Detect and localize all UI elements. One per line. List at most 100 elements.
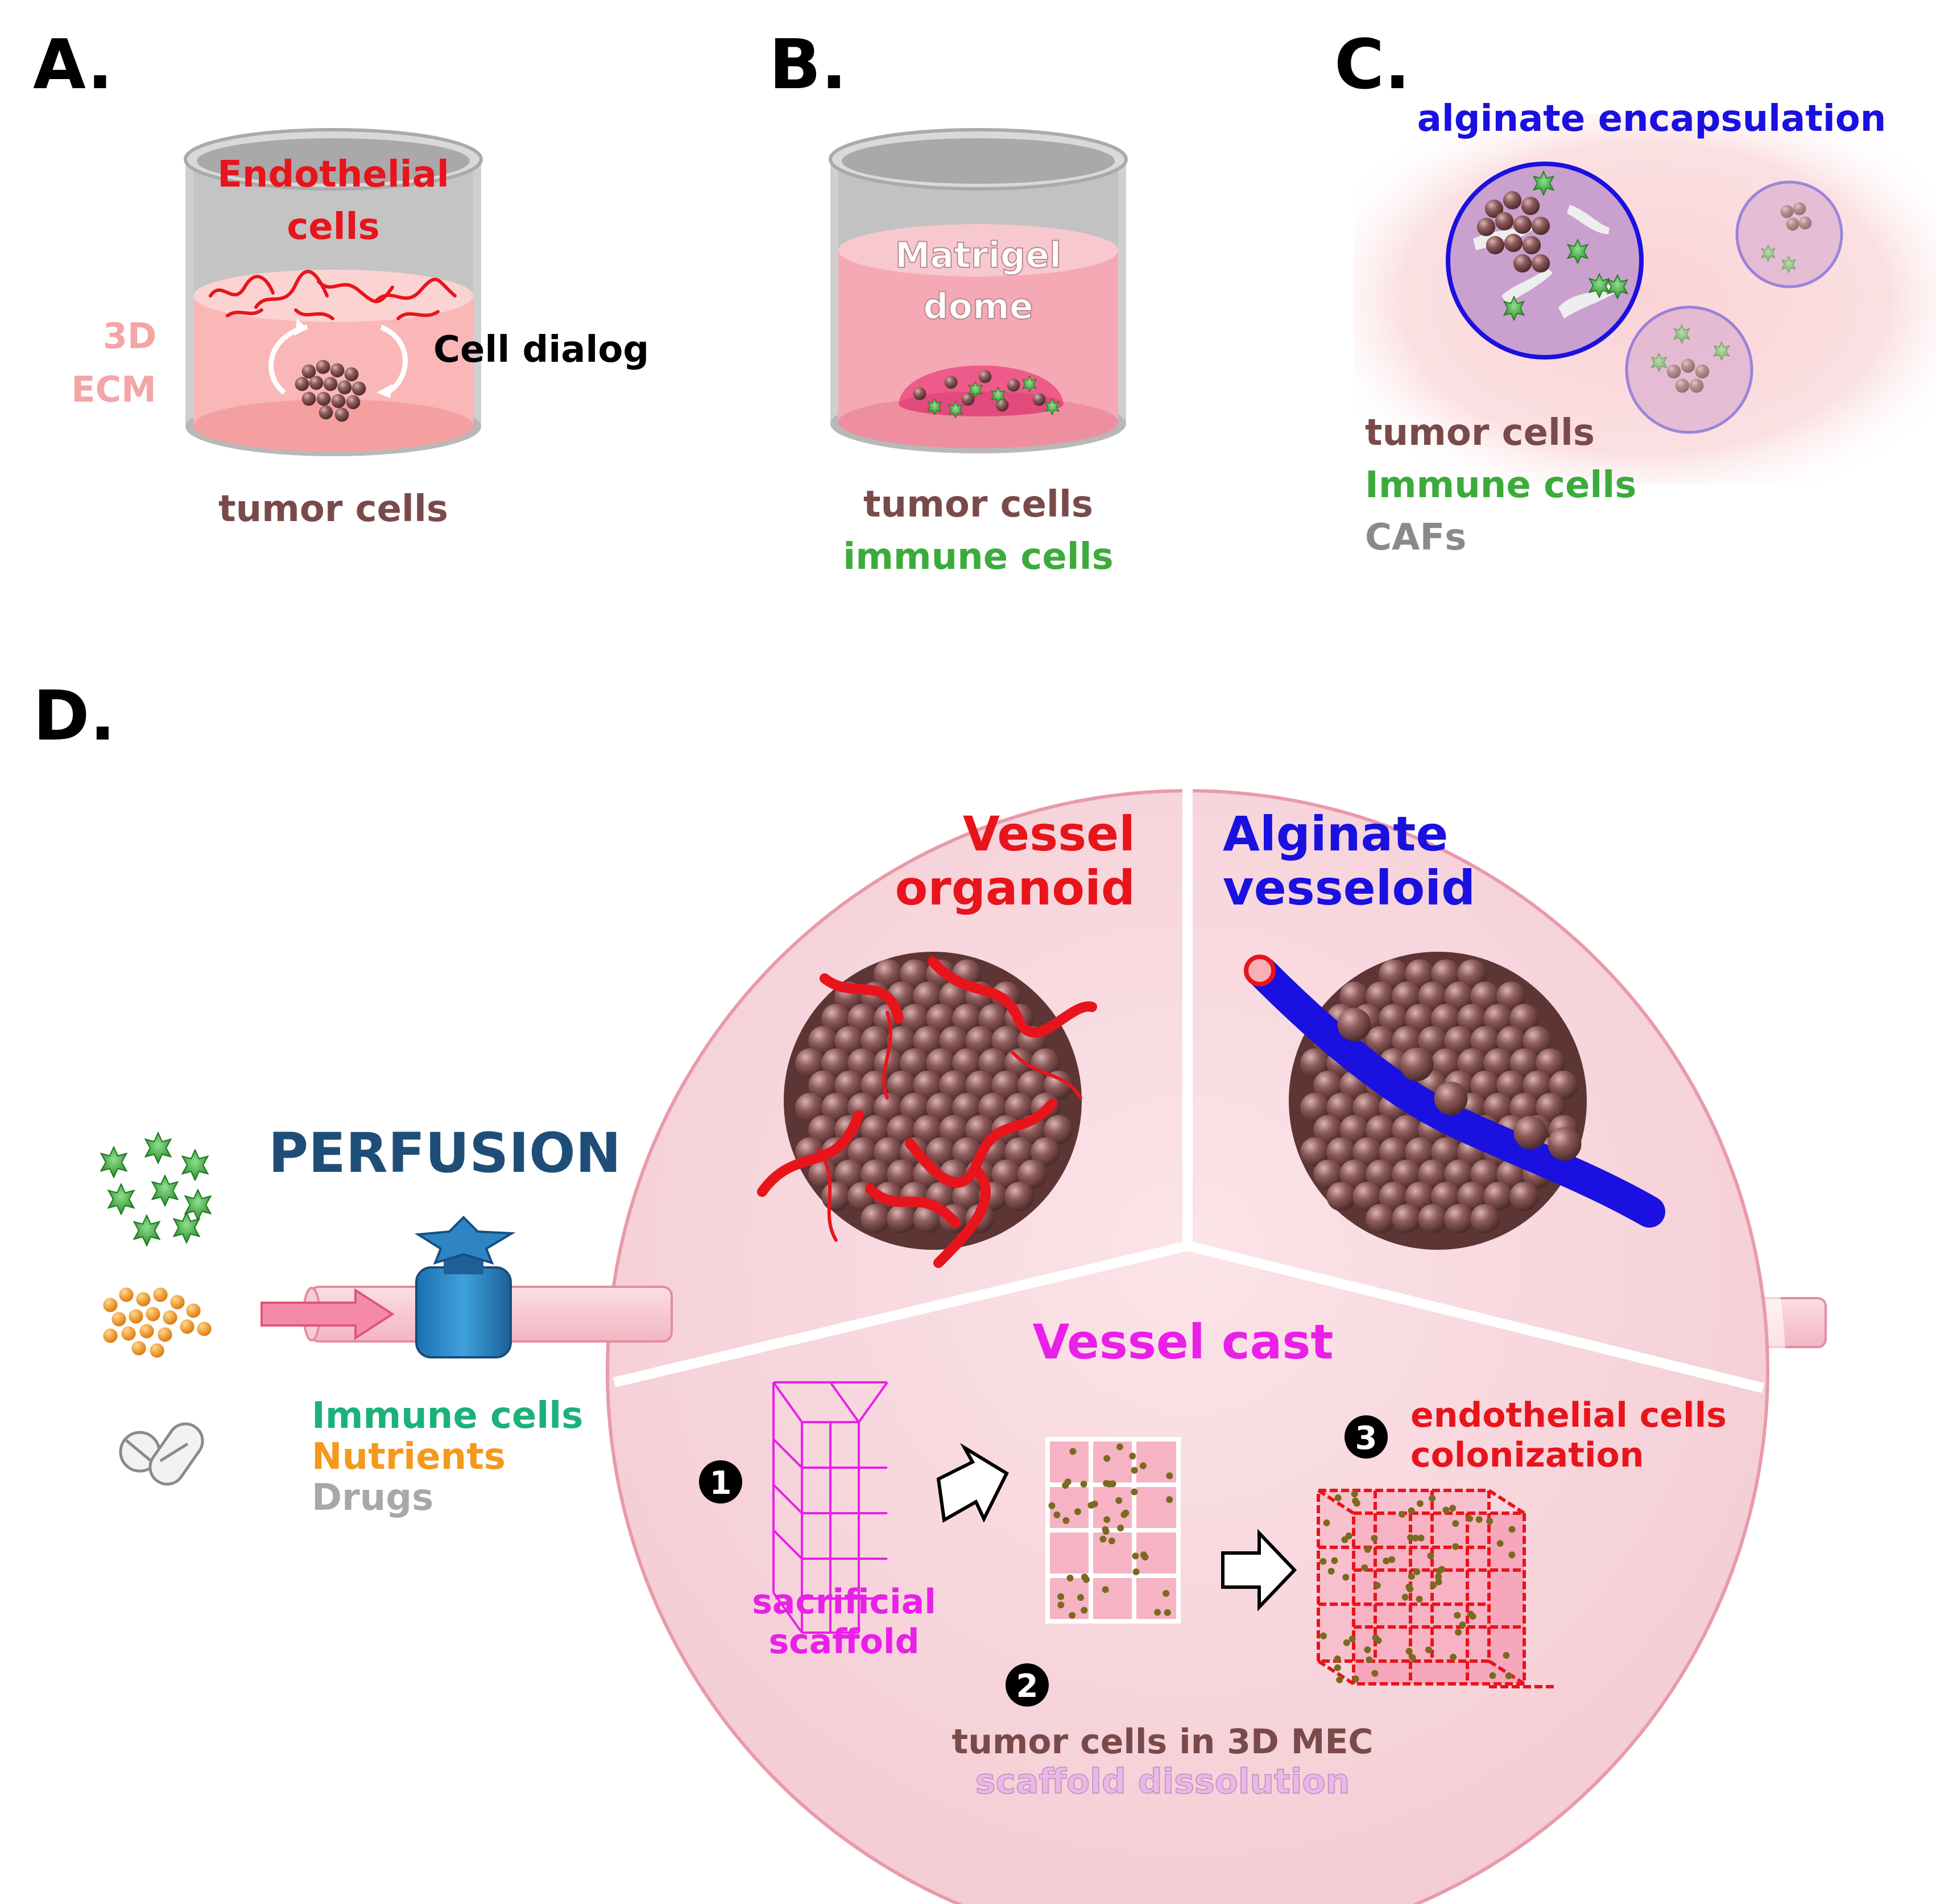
cell-dot: [1342, 1573, 1350, 1581]
step-2-badge: [1006, 1663, 1049, 1707]
cell-dot: [1327, 1568, 1335, 1575]
cell-dot: [1099, 1535, 1107, 1543]
panel-a-cell-dialog: Cell dialog: [433, 329, 649, 371]
alginate-capsule-small-1: [1735, 180, 1843, 288]
cell-dot: [1323, 1519, 1330, 1526]
cell-dot: [1496, 1540, 1504, 1547]
step-arrow-1: [936, 1443, 1009, 1523]
step-1-line1: sacrificial: [752, 1582, 936, 1622]
cell-dot: [1508, 1551, 1516, 1559]
tumor-sphere: [821, 1182, 851, 1211]
panel-c-cafs: CAFs: [1365, 517, 1466, 559]
cell-dot: [1450, 1653, 1457, 1661]
arrow-head-right: [377, 384, 392, 398]
step-2-line1: tumor cells in 3D MEC: [952, 1722, 1374, 1762]
cell-dot: [1372, 1634, 1379, 1641]
panel-c-letter: C.: [1334, 26, 1410, 105]
cell-dot: [1348, 1635, 1356, 1643]
alginate-vesseloid-line2: vesseloid: [1223, 860, 1475, 916]
cell-dot: [1108, 1537, 1115, 1544]
perfusion-title: PERFUSION: [268, 1121, 621, 1185]
step-2-number: 2: [1016, 1668, 1039, 1705]
panel-b-dome-line2: dome: [923, 286, 1033, 327]
step-3-badge: [1345, 1415, 1388, 1459]
cell-dot: [1351, 1490, 1358, 1498]
cell-dot: [1074, 1508, 1081, 1515]
cell-dot: [1336, 1676, 1343, 1683]
cell-dot: [1486, 1518, 1494, 1525]
vessel-lumen: [1244, 955, 1276, 986]
alginate-capsule-large: [1446, 162, 1644, 360]
valve-icon[interactable]: [414, 1216, 516, 1358]
sacrificial-scaffold-icon: [772, 1381, 888, 1634]
cell-dot: [1399, 1510, 1406, 1518]
cell-dot: [1452, 1543, 1459, 1550]
cell-dot: [1371, 1670, 1379, 1677]
cell-dot: [1459, 1621, 1466, 1629]
panel-c-alginate-label: alginate encapsulation: [1417, 98, 1887, 140]
tumor-sphere: [1392, 1204, 1421, 1233]
cell-dot: [1064, 1478, 1072, 1485]
tumor-sphere: [861, 1204, 890, 1233]
cell-dot: [1069, 1612, 1076, 1619]
tumor-sphere: [1509, 1182, 1539, 1211]
cell-dot: [1164, 1609, 1171, 1616]
flow-arrow: [260, 1288, 395, 1340]
cell-dot: [1364, 1646, 1371, 1654]
vessel-organoid-line1: Vessel: [963, 806, 1135, 862]
cell-dot: [1416, 1500, 1424, 1507]
cell-dot: [1102, 1526, 1109, 1533]
cell-dot: [1430, 1581, 1437, 1589]
tumor-sphere: [1004, 1182, 1034, 1211]
cell-dot: [1166, 1496, 1173, 1504]
step-3-line1: endothelial cells: [1410, 1395, 1727, 1435]
panel-a-tumor-cells: tumor cells: [218, 488, 448, 530]
cell-dot: [1352, 1497, 1359, 1505]
nutrients-icon: [103, 1287, 212, 1358]
cell-dot: [1334, 1655, 1341, 1663]
cell-dot: [1102, 1586, 1109, 1593]
vessel-cast-title: Vessel cast: [1032, 1314, 1333, 1370]
cell-dot: [1066, 1575, 1074, 1582]
cell-dot: [1401, 1593, 1409, 1601]
cell-dot: [1334, 1664, 1341, 1671]
cell-dot: [1409, 1654, 1416, 1661]
cell-dot: [1131, 1467, 1138, 1474]
cell-dot: [1132, 1552, 1139, 1560]
panel-c-immune-cells: Immune cells: [1365, 464, 1636, 506]
cell-dot: [1505, 1672, 1512, 1680]
cell-dot: [1069, 1448, 1077, 1455]
cell-dot: [1140, 1551, 1147, 1559]
cell-dot: [1319, 1632, 1327, 1639]
step-2-line2: scaffold dissolution: [975, 1762, 1350, 1802]
step-3-number: 3: [1355, 1420, 1377, 1457]
cell-dot: [1081, 1573, 1088, 1581]
endothelialized-cube: [1317, 1489, 1556, 1688]
cell-dot: [1454, 1612, 1461, 1619]
panel-b-letter: B.: [769, 26, 847, 105]
cell-dot: [1442, 1506, 1450, 1514]
panel-b-immune-cells: immune cells: [843, 536, 1113, 578]
cell-dot: [1131, 1488, 1138, 1496]
tumor-sphere: [1326, 1182, 1356, 1211]
cell-dot: [1087, 1502, 1095, 1509]
cell-dot: [1103, 1455, 1111, 1462]
panel-a-letter: A.: [33, 26, 113, 105]
cell-dot: [1405, 1647, 1413, 1655]
input-immune-cells: Immune cells: [312, 1395, 583, 1437]
cell-dot: [1081, 1606, 1088, 1614]
panel-b-tumor-cells: tumor cells: [863, 484, 1093, 526]
cell-dot: [1466, 1515, 1474, 1522]
cell-dot: [1080, 1480, 1087, 1488]
panel-d-letter: D.: [33, 677, 115, 756]
drugs-icon: [119, 1422, 204, 1486]
panel-a-ecm-line2: ECM: [71, 369, 156, 410]
step-1-line2: scaffold: [768, 1622, 919, 1662]
tumor-sphere: [887, 1204, 916, 1233]
cell-dot: [1343, 1639, 1350, 1646]
immune-cells-icon: [100, 1132, 212, 1246]
cell-dot: [1405, 1583, 1413, 1591]
cell-dot: [1166, 1472, 1173, 1480]
input-nutrients: Nutrients: [312, 1436, 506, 1478]
cell-dot: [1467, 1610, 1474, 1618]
